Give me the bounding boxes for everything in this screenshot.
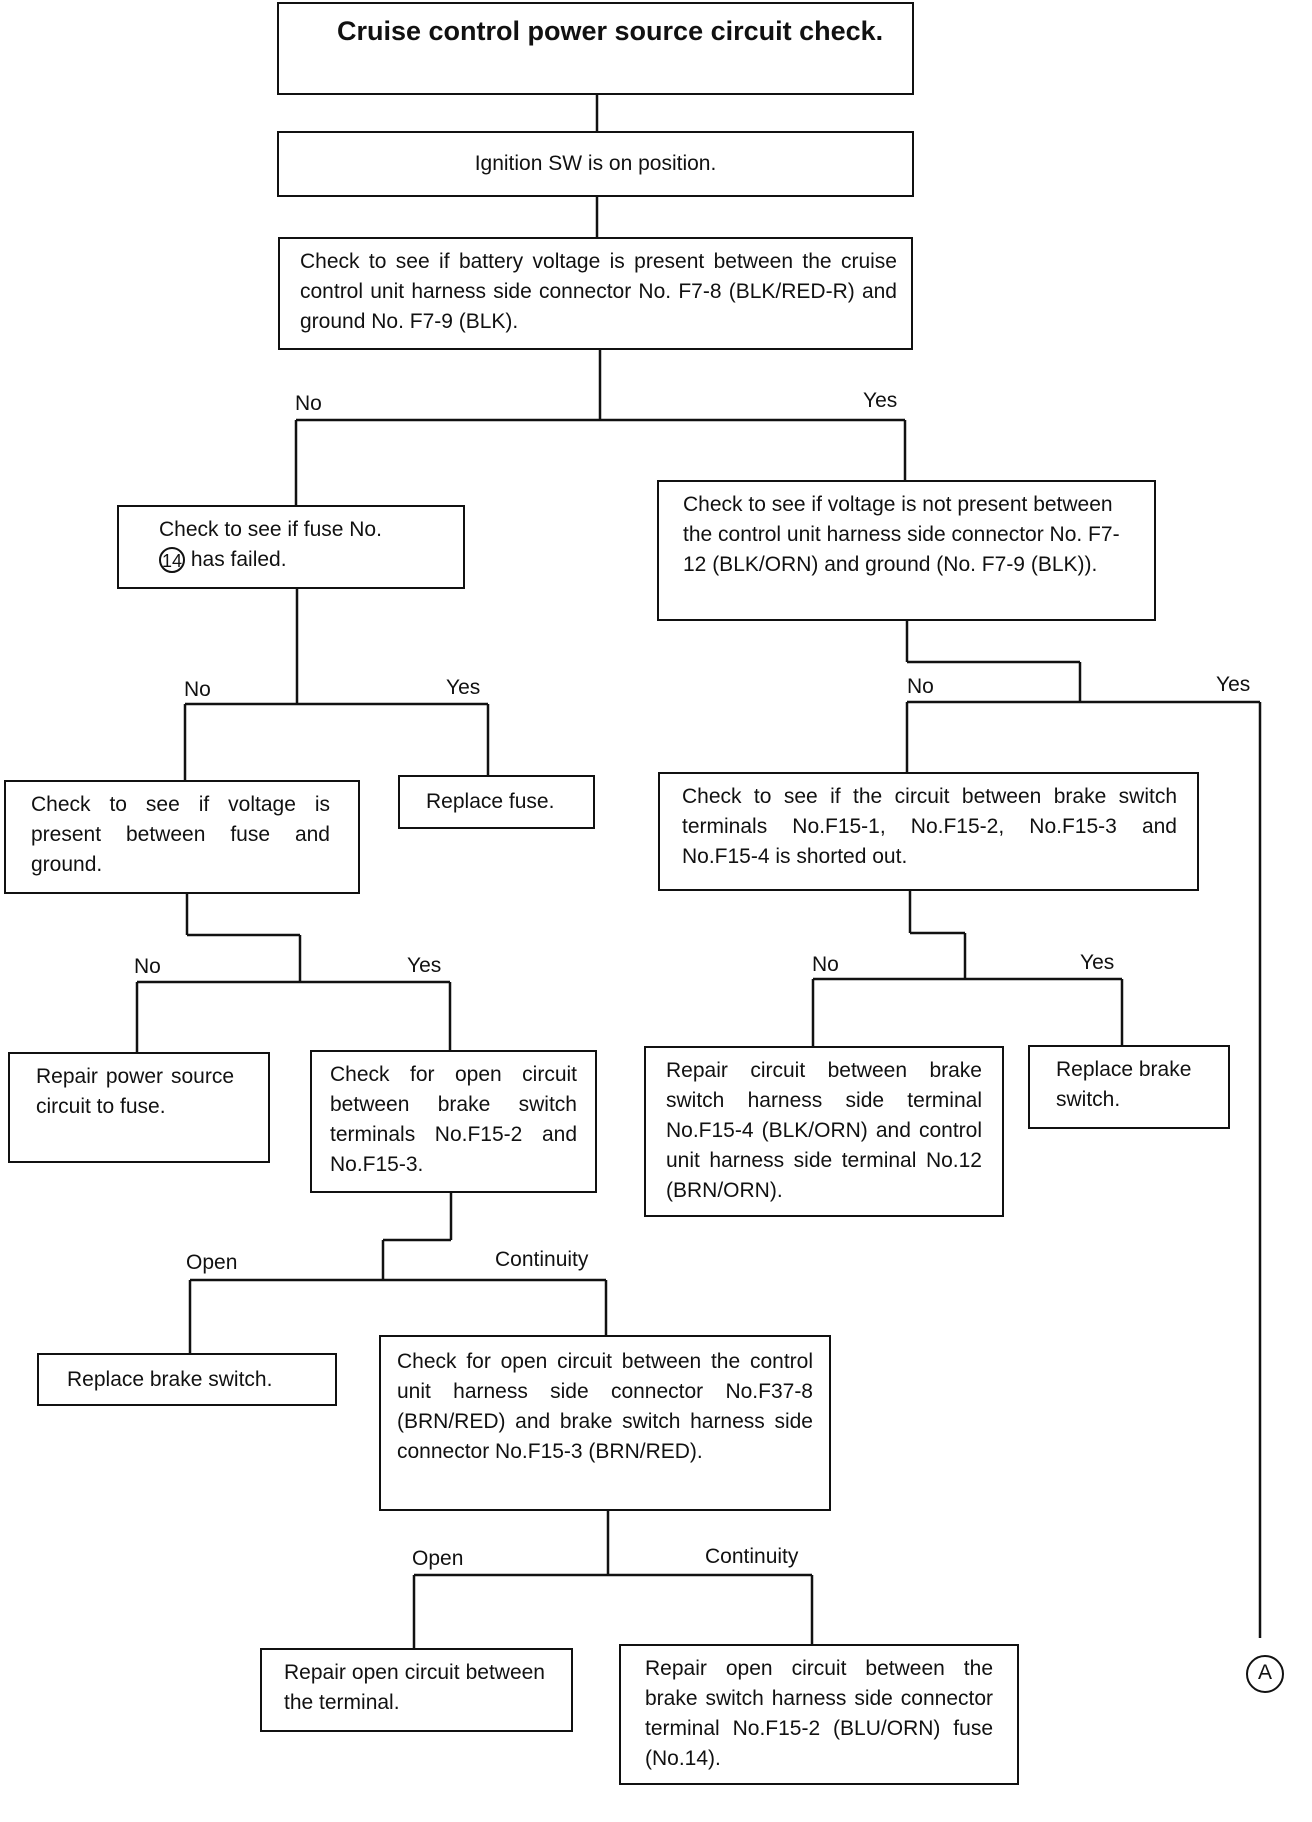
repair-power-source-text: Repair power source circuit to fuse. <box>36 1065 234 1118</box>
voltage-not-present-step: Check to see if voltage is not present b… <box>657 480 1156 621</box>
voltage-not-present-text: Check to see if voltage is not present b… <box>683 493 1120 576</box>
fuse-check-text: Check to see if fuse No.14 has failed. <box>159 518 382 574</box>
repair-open-terminal-text: Repair open circuit between the terminal… <box>284 1661 545 1714</box>
open-circuit-brake-terminals-text: Check for open circuit between brake swi… <box>330 1063 577 1176</box>
branch-label-open: Open <box>186 1251 238 1274</box>
ignition-step: Ignition SW is on position. <box>277 131 914 197</box>
open-circuit-brake-terminals-step: Check for open circuit between brake swi… <box>310 1050 597 1193</box>
offpage-connector-label: A <box>1257 1661 1272 1684</box>
battery-check-step: Check to see if battery voltage is prese… <box>278 237 913 350</box>
fuse-check-step: Check to see if fuse No.14 has failed. <box>117 505 465 589</box>
brake-short-check-text: Check to see if the circuit between brak… <box>682 785 1177 868</box>
page-title: Cruise control power source circuit chec… <box>337 16 884 46</box>
offpage-connector: A <box>1246 1655 1284 1693</box>
battery-check-text: Check to see if battery voltage is prese… <box>300 250 897 333</box>
branch-label-yes: Yes <box>446 676 481 699</box>
repair-brake-circuit-text: Repair circuit between brake switch harn… <box>666 1059 982 1202</box>
title-box: Cruise control power source circuit chec… <box>277 2 914 95</box>
ignition-step-text: Ignition SW is on position. <box>474 152 717 175</box>
voltage-fuse-ground-step: Check to see if voltage is present betwe… <box>4 780 360 894</box>
repair-open-terminal-step: Repair open circuit between the terminal… <box>260 1648 573 1732</box>
replace-brake-switch-right-text: Replace brake switch. <box>1056 1058 1192 1111</box>
open-circuit-control-unit-text: Check for open circuit between the contr… <box>397 1350 813 1463</box>
branch-label-no: No <box>184 678 211 701</box>
branch-label-yes: Yes <box>407 954 442 977</box>
branch-label-continuity: Continuity <box>705 1545 799 1568</box>
branch-label-no: No <box>134 955 161 978</box>
repair-power-source-step: Repair power source circuit to fuse. <box>8 1052 270 1163</box>
branch-label-continuity: Continuity <box>495 1248 589 1271</box>
brake-short-check-step: Check to see if the circuit between brak… <box>658 772 1199 891</box>
replace-fuse-text: Replace fuse. <box>426 790 555 813</box>
repair-brake-circuit-step: Repair circuit between brake switch harn… <box>644 1046 1004 1217</box>
replace-fuse-step: Replace fuse. <box>398 775 595 829</box>
branch-label-yes: Yes <box>1080 951 1115 974</box>
open-circuit-control-unit-step: Check for open circuit between the contr… <box>379 1335 831 1511</box>
branch-label-yes: Yes <box>863 389 898 412</box>
replace-brake-switch-left-text: Replace brake switch. <box>67 1368 273 1391</box>
branch-label-yes: Yes <box>1216 673 1251 696</box>
branch-label-no: No <box>907 675 934 698</box>
branch-label-open: Open <box>412 1547 464 1570</box>
replace-brake-switch-left-step: Replace brake switch. <box>37 1353 337 1406</box>
repair-open-fuse-step: Repair open circuit between the brake sw… <box>619 1644 1019 1785</box>
repair-open-fuse-text: Repair open circuit between the brake sw… <box>645 1657 993 1770</box>
branch-label-no: No <box>295 392 322 415</box>
fuse-number-badge: 14 <box>159 547 185 574</box>
branch-label-no: No <box>812 953 839 976</box>
voltage-fuse-ground-text: Check to see if voltage is present betwe… <box>31 793 330 876</box>
replace-brake-switch-right-step: Replace brake switch. <box>1028 1045 1230 1129</box>
